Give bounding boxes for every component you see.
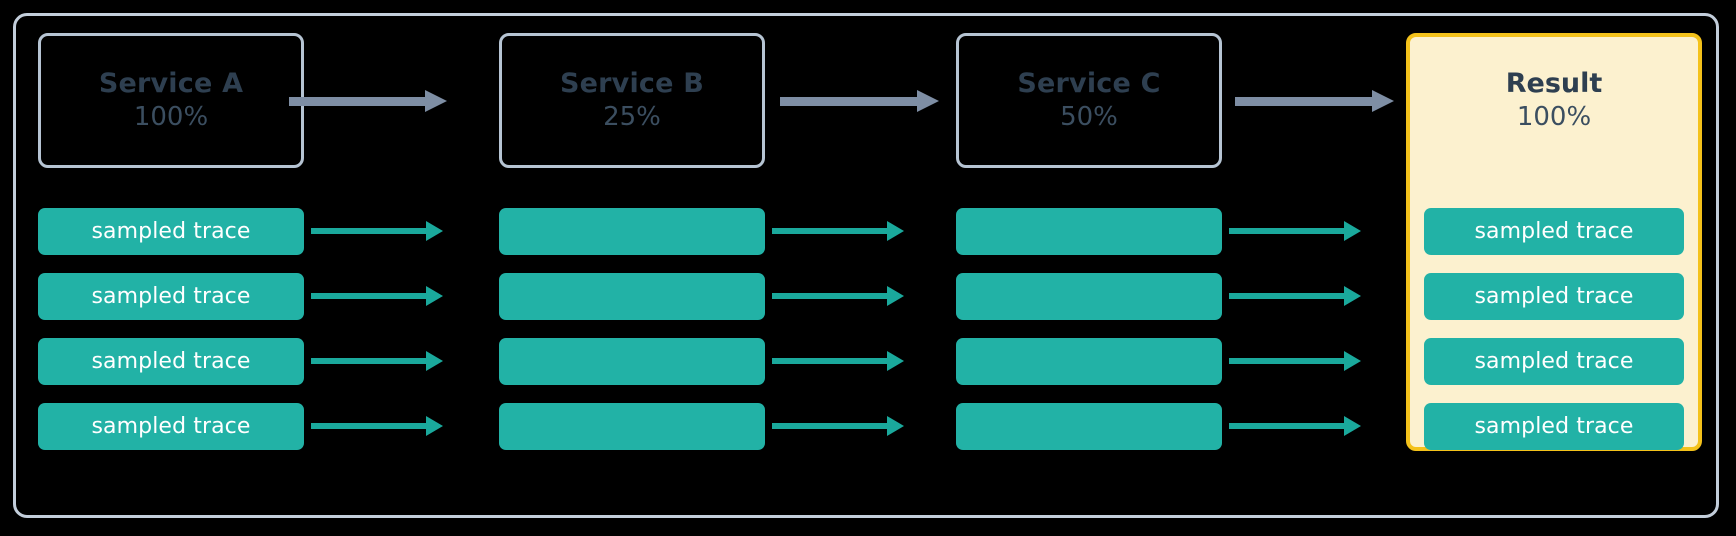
arrow-head — [1344, 416, 1361, 436]
trace-bar[interactable]: sampled trace — [38, 208, 304, 255]
trace-bar[interactable] — [499, 208, 765, 255]
trace-bar[interactable]: sampled trace — [38, 338, 304, 385]
arrow-head — [887, 221, 904, 241]
arrow-shaft — [311, 358, 426, 364]
service-box-service-a[interactable]: Service A 100% — [38, 33, 304, 168]
arrow-head — [1372, 90, 1394, 112]
arrow-shaft — [772, 423, 887, 429]
arrow-head — [917, 90, 939, 112]
trace-arrow-icon — [1229, 286, 1361, 306]
trace-bar[interactable]: sampled trace — [1424, 338, 1684, 385]
arrow-head — [1344, 221, 1361, 241]
arrow-shaft — [772, 293, 887, 299]
arrow-shaft — [1229, 358, 1344, 364]
trace-arrow-icon — [1229, 221, 1361, 241]
trace-bar[interactable]: sampled trace — [38, 403, 304, 450]
trace-bar[interactable]: sampled trace — [1424, 273, 1684, 320]
trace-bar-label: sampled trace — [91, 284, 251, 309]
trace-bar[interactable] — [499, 338, 765, 385]
trace-bar[interactable]: sampled trace — [38, 273, 304, 320]
arrow-shaft — [1235, 97, 1372, 106]
trace-bar[interactable] — [956, 208, 1222, 255]
arrow-service-c-to-result-icon — [1235, 90, 1394, 112]
trace-bar[interactable]: sampled trace — [1424, 208, 1684, 255]
trace-bar-label: sampled trace — [91, 414, 251, 439]
arrow-head — [425, 90, 447, 112]
arrow-shaft — [311, 293, 426, 299]
trace-bar[interactable]: sampled trace — [1424, 403, 1684, 450]
service-a-sample-rate: 100% — [133, 102, 209, 133]
diagram-frame — [13, 13, 1719, 518]
arrow-shaft — [772, 228, 887, 234]
service-box-service-b[interactable]: Service B 25% — [499, 33, 765, 168]
trace-arrow-icon — [311, 416, 443, 436]
trace-bar[interactable] — [956, 273, 1222, 320]
trace-bar-label: sampled trace — [91, 349, 251, 374]
trace-arrow-icon — [311, 351, 443, 371]
arrow-head — [1344, 286, 1361, 306]
trace-bar[interactable] — [499, 403, 765, 450]
service-c-sample-rate: 50% — [1060, 102, 1118, 133]
trace-bar-label: sampled trace — [1474, 284, 1634, 309]
trace-bar-label: sampled trace — [1474, 219, 1634, 244]
trace-bar-label: sampled trace — [91, 219, 251, 244]
arrow-head — [426, 416, 443, 436]
service-a-title: Service A — [98, 68, 244, 100]
arrow-head — [1344, 351, 1361, 371]
arrow-shaft — [311, 228, 426, 234]
trace-bar-label: sampled trace — [1474, 414, 1634, 439]
service-box-service-c[interactable]: Service C 50% — [956, 33, 1222, 168]
arrow-head — [426, 286, 443, 306]
arrow-head — [887, 351, 904, 371]
trace-arrow-icon — [1229, 351, 1361, 371]
service-c-title: Service C — [1017, 68, 1161, 100]
trace-bar-label: sampled trace — [1474, 349, 1634, 374]
arrow-shaft — [1229, 293, 1344, 299]
arrow-shaft — [772, 358, 887, 364]
trace-arrow-icon — [1229, 416, 1361, 436]
trace-arrow-icon — [772, 416, 904, 436]
arrow-shaft — [780, 97, 917, 106]
arrow-shaft — [289, 97, 425, 106]
trace-arrow-icon — [772, 221, 904, 241]
arrow-head — [887, 416, 904, 436]
arrow-shaft — [1229, 423, 1344, 429]
service-b-sample-rate: 25% — [603, 102, 661, 133]
arrow-service-a-to-service-b-icon — [289, 90, 447, 112]
arrow-head — [887, 286, 904, 306]
arrow-shaft — [1229, 228, 1344, 234]
arrow-shaft — [311, 423, 426, 429]
trace-arrow-icon — [772, 286, 904, 306]
trace-bar[interactable] — [956, 403, 1222, 450]
arrow-service-b-to-service-c-icon — [780, 90, 939, 112]
trace-bar[interactable] — [956, 338, 1222, 385]
trace-bar[interactable] — [499, 273, 765, 320]
trace-arrow-icon — [311, 286, 443, 306]
arrow-head — [426, 221, 443, 241]
arrow-head — [426, 351, 443, 371]
trace-arrow-icon — [772, 351, 904, 371]
service-b-title: Service B — [559, 68, 705, 100]
trace-arrow-icon — [311, 221, 443, 241]
